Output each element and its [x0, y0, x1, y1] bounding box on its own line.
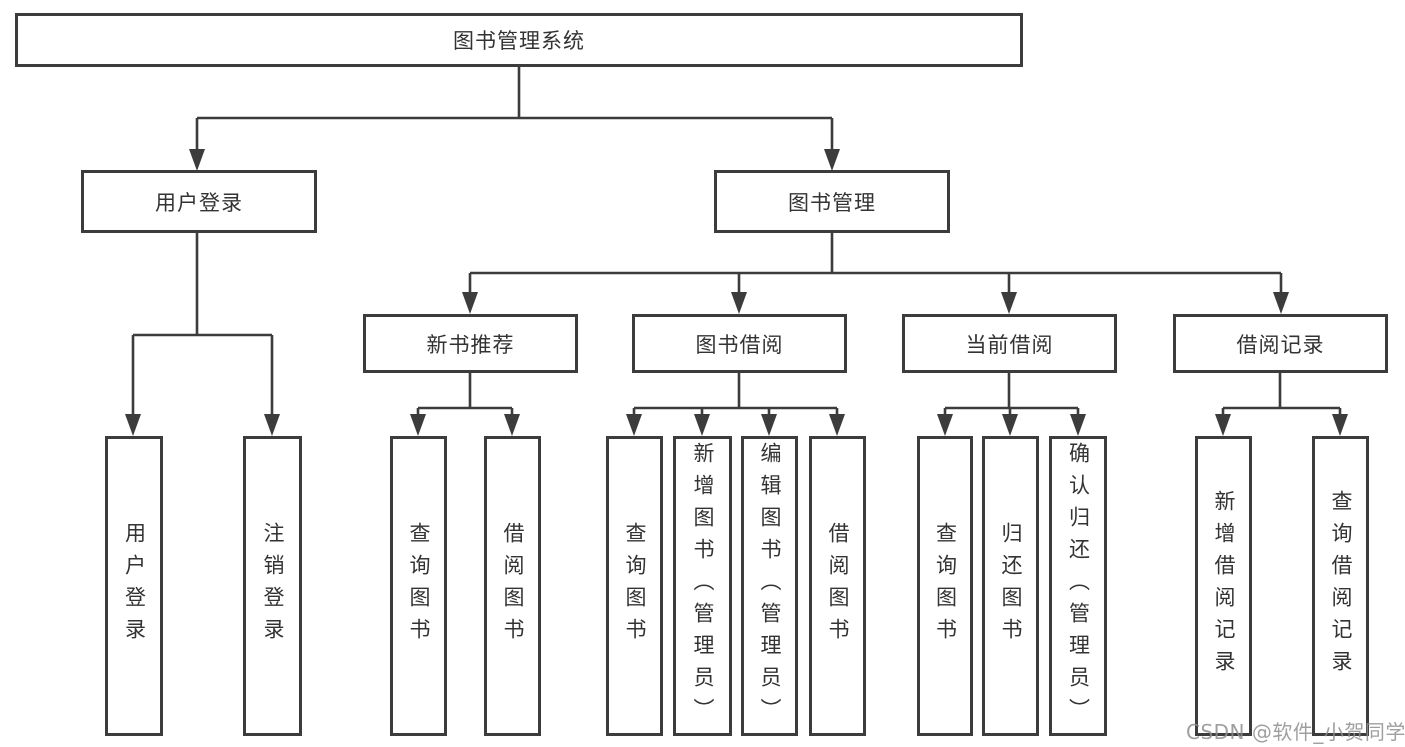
node-label: 借阅图书: [826, 522, 850, 650]
leaf-add-borrow-record: 新增借阅记录: [1195, 436, 1252, 736]
leaf-return-books: 归还图书: [982, 436, 1039, 736]
leaf-recommend-query-books: 查询图书: [390, 436, 447, 736]
node-label: 注销登录: [261, 522, 285, 650]
node-label: 确认归还（管理员）: [1066, 442, 1091, 730]
node-label: 当前借阅: [965, 332, 1054, 357]
leaf-add-books-admin: 新增图书（管理员）: [673, 436, 732, 736]
node-label: 新增图书（管理员）: [691, 442, 715, 730]
node-book-borrow: 图书借阅: [632, 314, 847, 373]
leaf-user-login: 用户登录: [105, 436, 163, 736]
leaf-borrow-books: 借阅图书: [809, 436, 866, 736]
node-label: 归还图书: [999, 522, 1023, 650]
node-label: 借阅记录: [1236, 332, 1325, 357]
node-label: 查询图书: [933, 522, 958, 650]
node-user-login: 用户登录: [81, 170, 317, 233]
node-new-book-recommend: 新书推荐: [363, 314, 578, 373]
leaf-borrow-query-books: 查询图书: [606, 436, 663, 736]
node-label: 用户登录: [155, 190, 243, 215]
node-label: 新增借阅记录: [1212, 490, 1236, 682]
leaf-logout: 注销登录: [243, 436, 302, 736]
leaf-current-query-books: 查询图书: [917, 436, 973, 736]
leaf-confirm-return-admin: 确认归还（管理员）: [1049, 436, 1107, 736]
node-label: 图书借阅: [695, 332, 784, 357]
node-label: 编辑图书（管理员）: [758, 442, 782, 730]
node-label: 借阅图书: [501, 522, 525, 650]
leaf-query-borrow-record: 查询借阅记录: [1312, 436, 1369, 736]
leaf-edit-books-admin: 编辑图书（管理员）: [741, 436, 798, 736]
node-book-management: 图书管理: [714, 170, 950, 233]
node-label: 图书管理系统: [453, 29, 585, 53]
node-label: 查询图书: [407, 522, 431, 650]
node-current-borrow: 当前借阅: [902, 314, 1117, 373]
leaf-recommend-borrow-books: 借阅图书: [484, 436, 541, 736]
node-label: 新书推荐: [426, 332, 515, 357]
node-label: 图书管理: [788, 190, 876, 215]
node-borrow-records: 借阅记录: [1173, 314, 1388, 373]
csdn-watermark: CSDN @软件_小贺同学: [1186, 720, 1405, 744]
node-label: 查询图书: [623, 522, 647, 650]
node-library-management-system: 图书管理系统: [15, 13, 1023, 67]
node-label: 用户登录: [122, 522, 147, 650]
node-label: 查询借阅记录: [1329, 490, 1353, 682]
